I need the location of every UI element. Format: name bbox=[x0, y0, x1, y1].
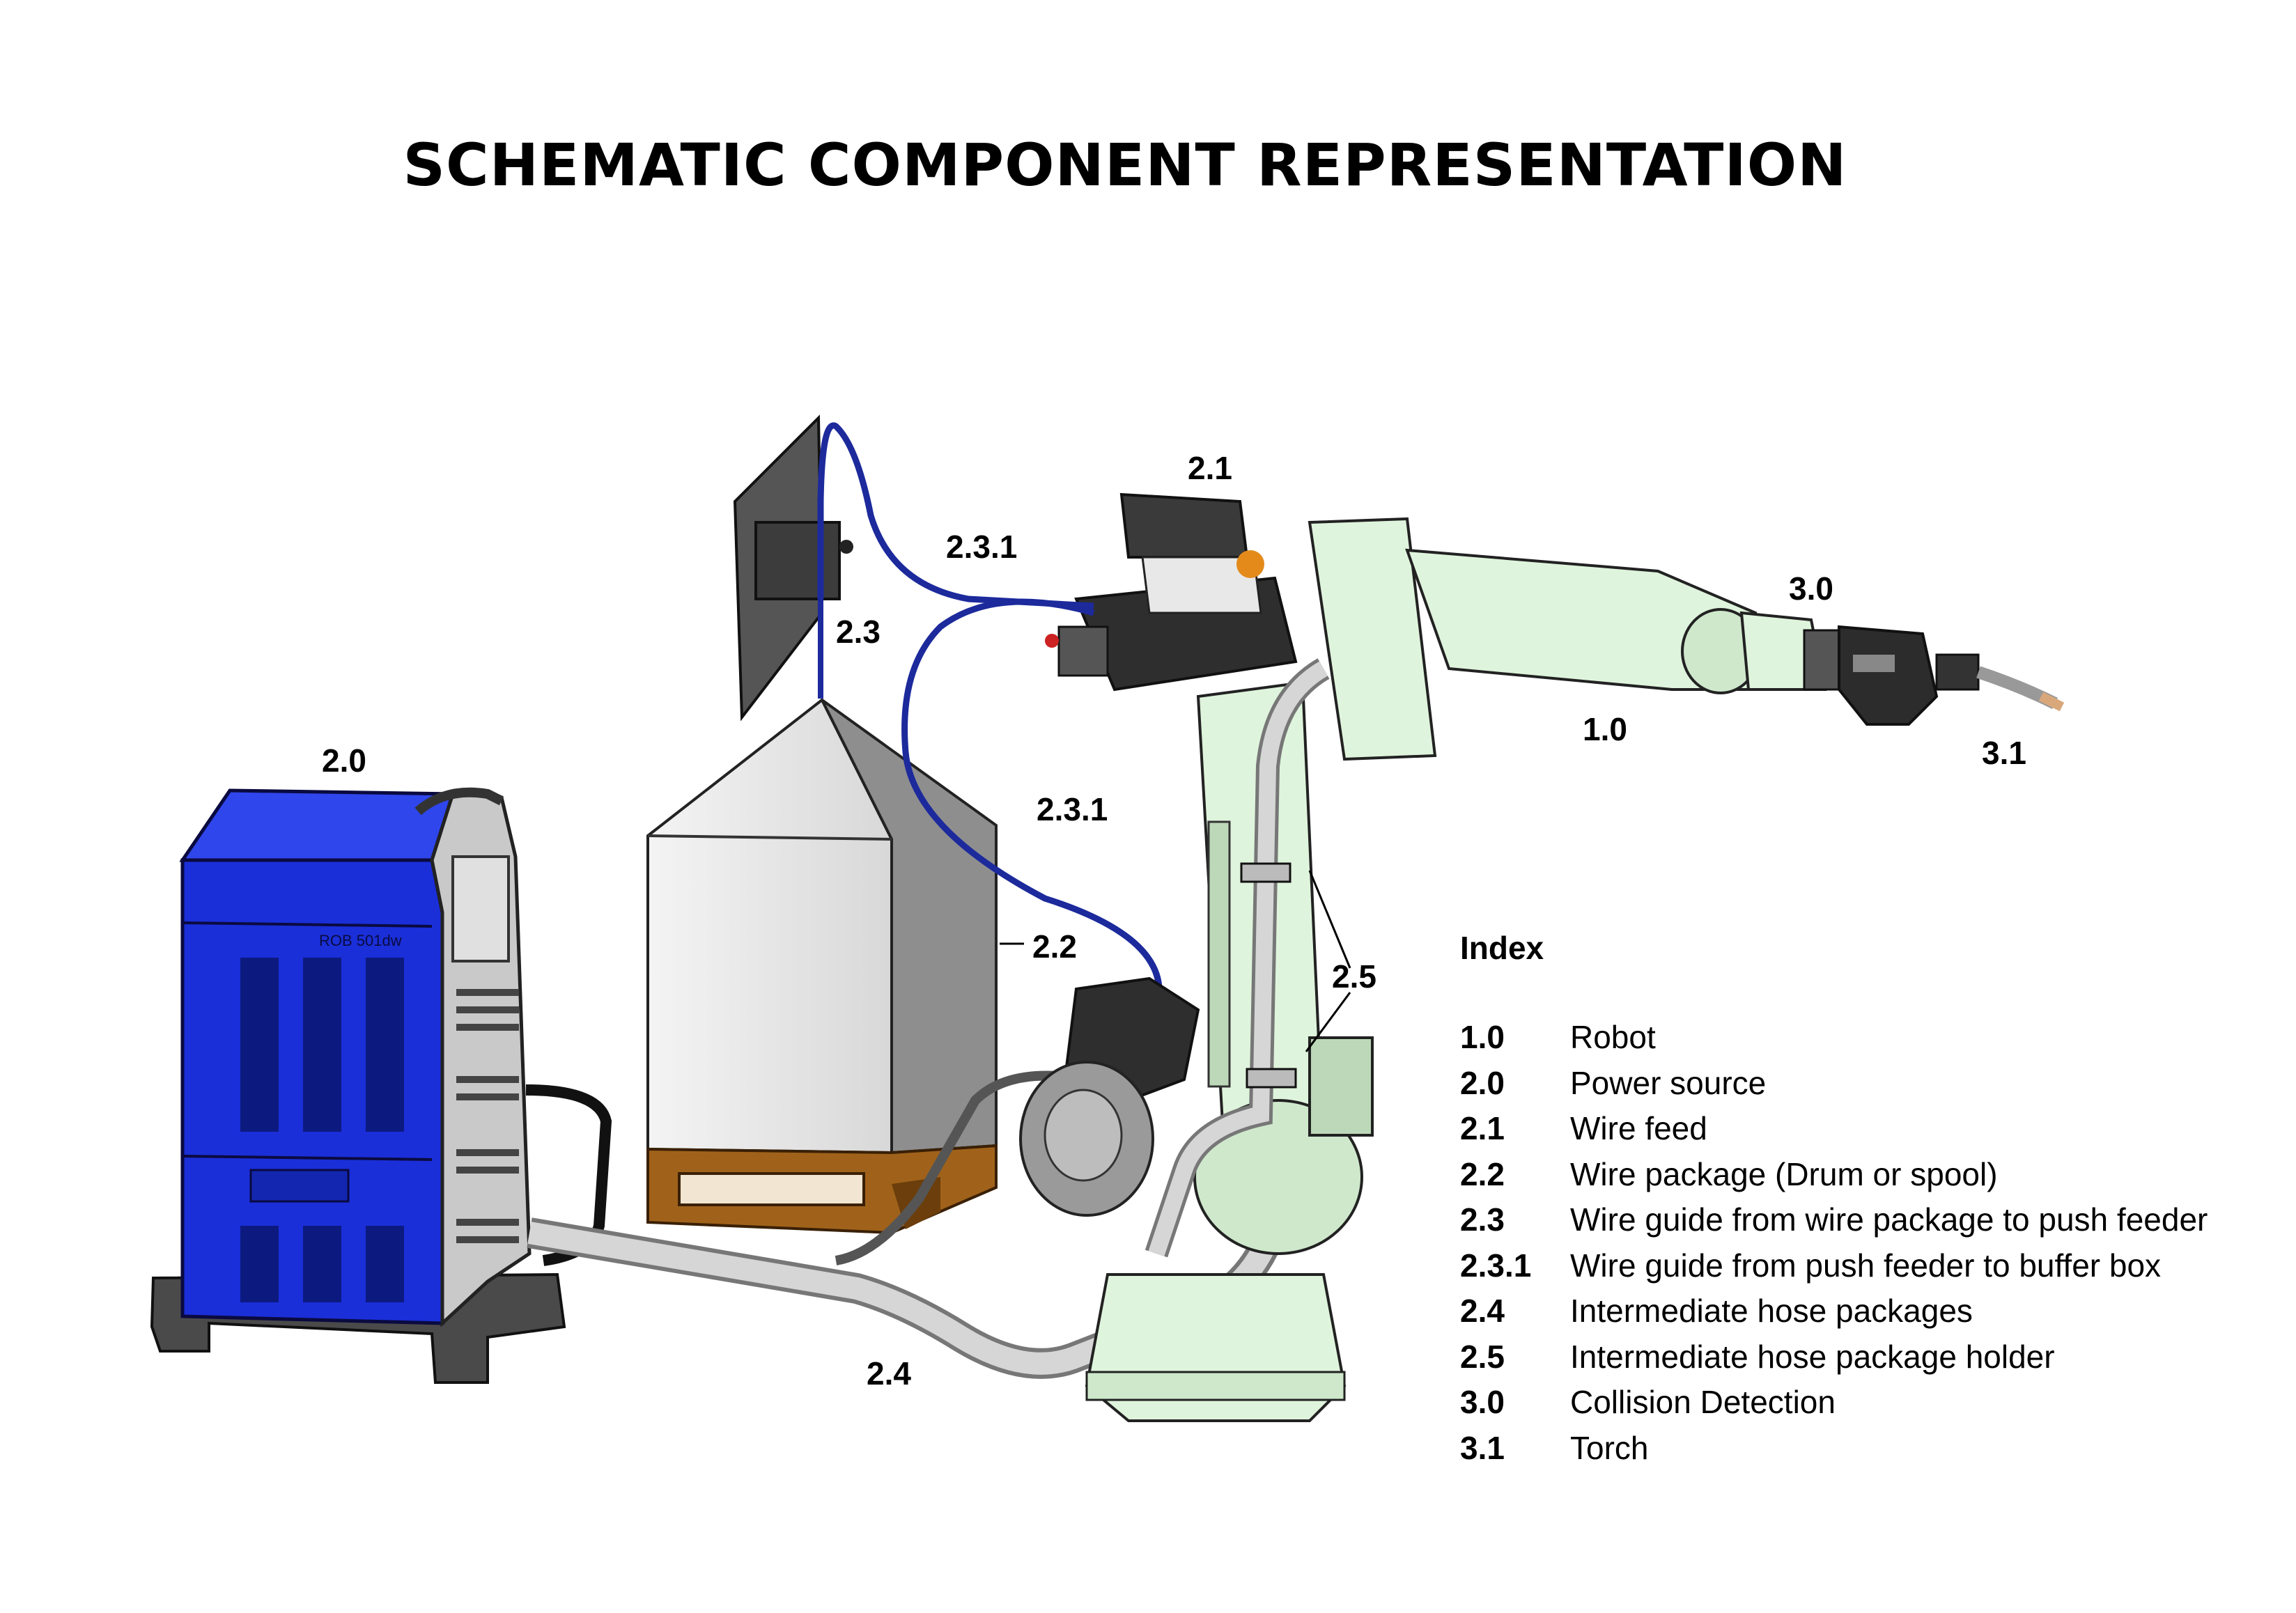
robot-hose bbox=[1148, 661, 1328, 1256]
callout-2-3-1-lower: 2.3.1 bbox=[1037, 791, 1108, 827]
hose-holder-upper bbox=[1240, 862, 1292, 883]
page-title: SCHEMATIC COMPONENT REPRESENTATION bbox=[403, 131, 1847, 199]
callout-2-4: 2.4 bbox=[867, 1355, 911, 1392]
callout-3-1: 3.1 bbox=[1982, 735, 2026, 771]
callout-2-2: 2.2 bbox=[1032, 928, 1077, 965]
index-number: 2.2 bbox=[1460, 1155, 1505, 1192]
index-description: Intermediate hose package holder bbox=[1570, 1338, 2055, 1375]
callout-2-3: 2.3 bbox=[836, 614, 881, 650]
index-number: 1.0 bbox=[1460, 1019, 1505, 1055]
callout-2-1: 2.1 bbox=[1188, 450, 1232, 486]
index-description: Collision Detection bbox=[1570, 1384, 1836, 1420]
index-number: 3.0 bbox=[1460, 1384, 1505, 1420]
index-number: 2.4 bbox=[1460, 1293, 1505, 1329]
leader-2-5-upper bbox=[1308, 870, 1351, 969]
power-source: ROB 501dw bbox=[150, 787, 566, 1384]
push-feeder bbox=[733, 414, 853, 722]
wire-package-drum bbox=[646, 697, 998, 1235]
welding-torch bbox=[1935, 653, 2065, 712]
index-description: Wire guide from wire package to push fee… bbox=[1570, 1201, 2208, 1238]
wire-guide-2-3-1-lower bbox=[901, 598, 1163, 1011]
callout-2-0: 2.0 bbox=[322, 742, 366, 779]
hose-holder-lower bbox=[1246, 1068, 1297, 1089]
index-description: Intermediate hose packages bbox=[1570, 1293, 1973, 1329]
index-number: 2.5 bbox=[1460, 1338, 1505, 1375]
index-number: 2.3 bbox=[1460, 1201, 1505, 1238]
index-heading: Index bbox=[1460, 930, 1544, 966]
index-description: Wire feed bbox=[1570, 1110, 1707, 1146]
leader-2-5-lower bbox=[1305, 992, 1351, 1052]
wire-guide-2-3-1-upper bbox=[817, 422, 1094, 609]
power-source-model-label: ROB 501dw bbox=[319, 932, 402, 949]
index-description: Wire package (Drum or spool) bbox=[1570, 1155, 1998, 1192]
callout-2-3-1-upper: 2.3.1 bbox=[946, 529, 1018, 565]
index-number: 2.0 bbox=[1460, 1064, 1505, 1101]
index-number: 2.1 bbox=[1460, 1110, 1505, 1146]
secondary-hose bbox=[835, 1070, 1060, 1265]
callout-3-0: 3.0 bbox=[1789, 570, 1833, 607]
wire-feeder bbox=[1045, 492, 1298, 692]
collision-detection bbox=[1803, 625, 1939, 726]
index-description: Wire guide from push feeder to buffer bo… bbox=[1570, 1247, 2162, 1284]
callout-2-5: 2.5 bbox=[1332, 958, 1376, 995]
index-number: 3.1 bbox=[1460, 1429, 1505, 1466]
index-description: Power source bbox=[1570, 1064, 1767, 1101]
index-description: Robot bbox=[1570, 1019, 1656, 1055]
callout-1-0: 1.0 bbox=[1583, 711, 1627, 747]
buffer-box bbox=[1019, 976, 1200, 1217]
index-description: Torch bbox=[1570, 1429, 1649, 1466]
index-number: 2.3.1 bbox=[1460, 1247, 1532, 1284]
